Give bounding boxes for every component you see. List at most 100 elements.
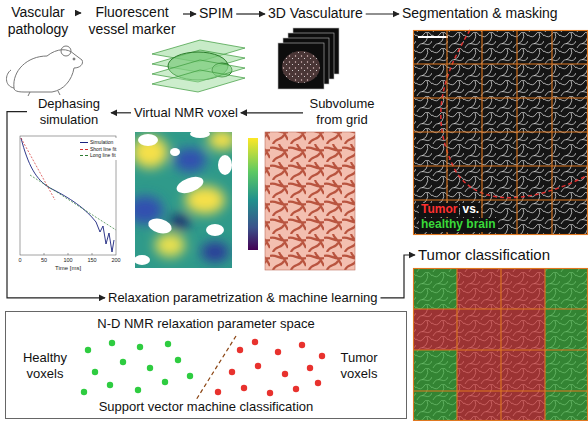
parameter-space-points-part	[107, 382, 113, 388]
mouse-drawing-part	[14, 50, 83, 92]
segmentation-image-part	[413, 131, 588, 132]
node-text: Subvolume from grid	[306, 96, 378, 127]
flow-arrow	[76, 12, 81, 13]
legend-text: Long line fit	[90, 152, 116, 158]
overlay-label: Tumor	[419, 203, 459, 217]
parameter-space-points-part	[275, 349, 281, 355]
node-text: SPIM	[199, 5, 233, 22]
node-text: Dephasing simulation	[30, 96, 108, 127]
tick-label: 50	[41, 257, 47, 263]
classification-image-part	[457, 309, 501, 350]
parameter-space-points-part	[135, 387, 141, 393]
field-map-part	[147, 216, 174, 236]
flow-arrow	[381, 255, 416, 298]
legend-text: Short line fit	[90, 146, 116, 152]
step-label: Segmentation & masking	[402, 5, 558, 22]
segmentation-image-part	[413, 63, 588, 64]
node-text: Relaxation parametrization & machine lea…	[108, 290, 378, 306]
node-text: Virtual NMR voxel	[134, 105, 238, 121]
step-label: Virtual NMR voxel	[134, 105, 238, 121]
parameter-space-points-part	[237, 347, 243, 353]
classification-image-part	[413, 309, 457, 350]
flow-arrow	[236, 13, 265, 14]
parameter-space-points-part	[196, 336, 236, 400]
box-heading: N-D NMR relaxation parameter space	[6, 316, 406, 332]
node-text: Segmentation & masking	[402, 5, 558, 22]
step-label: Subvolume from grid	[306, 96, 378, 127]
segmentation-image-part	[413, 30, 588, 235]
field-map	[135, 132, 232, 268]
node-text: Vascular pathology	[3, 4, 73, 38]
legend-row: Simulation	[80, 139, 116, 146]
parameter-space-points-part	[229, 369, 235, 375]
parameter-space-points-part	[187, 373, 193, 379]
step-label: Relaxation parametrization & machine lea…	[108, 290, 378, 306]
flow-arrow	[366, 13, 399, 14]
legend-sample	[80, 155, 88, 156]
flow-arrow	[111, 112, 131, 113]
vessel-cube-part	[265, 132, 355, 270]
classification-image-part	[456, 268, 457, 421]
step-label: Fluorescent vessel marker	[84, 4, 180, 38]
classification-image-part	[545, 268, 588, 309]
classification-image-part	[413, 390, 588, 391]
segmentation-image-part	[413, 97, 588, 98]
parameter-space-points-part	[307, 365, 313, 371]
decay-plot-part	[68, 253, 69, 255]
segmentation-image-part	[413, 30, 588, 235]
parameter-space-points-part	[241, 385, 247, 391]
classification-image-part	[501, 391, 545, 421]
classification-image-part	[545, 350, 588, 391]
classification-image	[413, 268, 588, 421]
mouse-drawing-part	[6, 70, 14, 88]
node-text: Fluorescent vessel marker	[84, 4, 180, 38]
parameter-space-points-part	[267, 390, 273, 396]
colour-bar	[248, 138, 258, 250]
classification-image-part	[457, 350, 501, 391]
parameter-space-points-part	[215, 339, 325, 396]
parameter-space-points-part	[81, 389, 87, 395]
classification-image-part	[500, 268, 501, 421]
parameter-space-points-part	[293, 386, 299, 392]
legend-text: Simulation	[90, 139, 113, 145]
field-map-part	[138, 134, 158, 146]
tick-label: 150	[87, 257, 96, 263]
parameter-space-points-part	[315, 380, 321, 386]
parameter-space-points-part	[252, 339, 258, 345]
step-label: Tumor classification	[418, 246, 550, 264]
field-map-part	[174, 174, 205, 197]
legend-sample	[80, 149, 88, 150]
node-text: Tumor classification	[418, 246, 550, 264]
segmentation-image	[413, 30, 588, 235]
classification-image-part	[413, 349, 588, 350]
parameter-space-points-part	[165, 341, 171, 347]
flow-arrow	[183, 13, 196, 14]
parameter-space-points-part	[215, 389, 221, 395]
classification-image-part	[501, 350, 545, 391]
field-map-part	[201, 242, 229, 262]
legend-row: Short line fit	[80, 146, 116, 153]
parameter-space-points-part	[299, 342, 305, 348]
spim-planes	[152, 40, 245, 92]
box-text: Support vector machine classification	[6, 399, 406, 415]
spim-planes-part	[152, 70, 245, 92]
plot-legend: SimulationShort line fitLong line fit	[78, 138, 118, 160]
vasculature-stack	[278, 28, 339, 89]
parameter-space-points-part	[175, 357, 181, 363]
decay-plot-part	[21, 138, 55, 200]
step-label: Vascular pathology	[3, 4, 73, 38]
mouse-drawing-part	[28, 91, 60, 96]
classification-image-part	[413, 268, 588, 421]
parameter-space-points-part	[85, 347, 91, 353]
segmentation-image-part	[413, 165, 588, 166]
mouse-drawing-part	[73, 58, 75, 60]
segmentation-image-part	[413, 199, 588, 200]
vasculature-stack-part	[282, 51, 320, 83]
tick-label: 200	[111, 257, 120, 263]
parameter-space-points-part	[137, 344, 143, 350]
field-map-part	[206, 224, 224, 236]
segmentation-image-part	[418, 36, 448, 38]
segmentation-image-part	[441, 30, 588, 198]
classification-image-part	[544, 268, 545, 421]
